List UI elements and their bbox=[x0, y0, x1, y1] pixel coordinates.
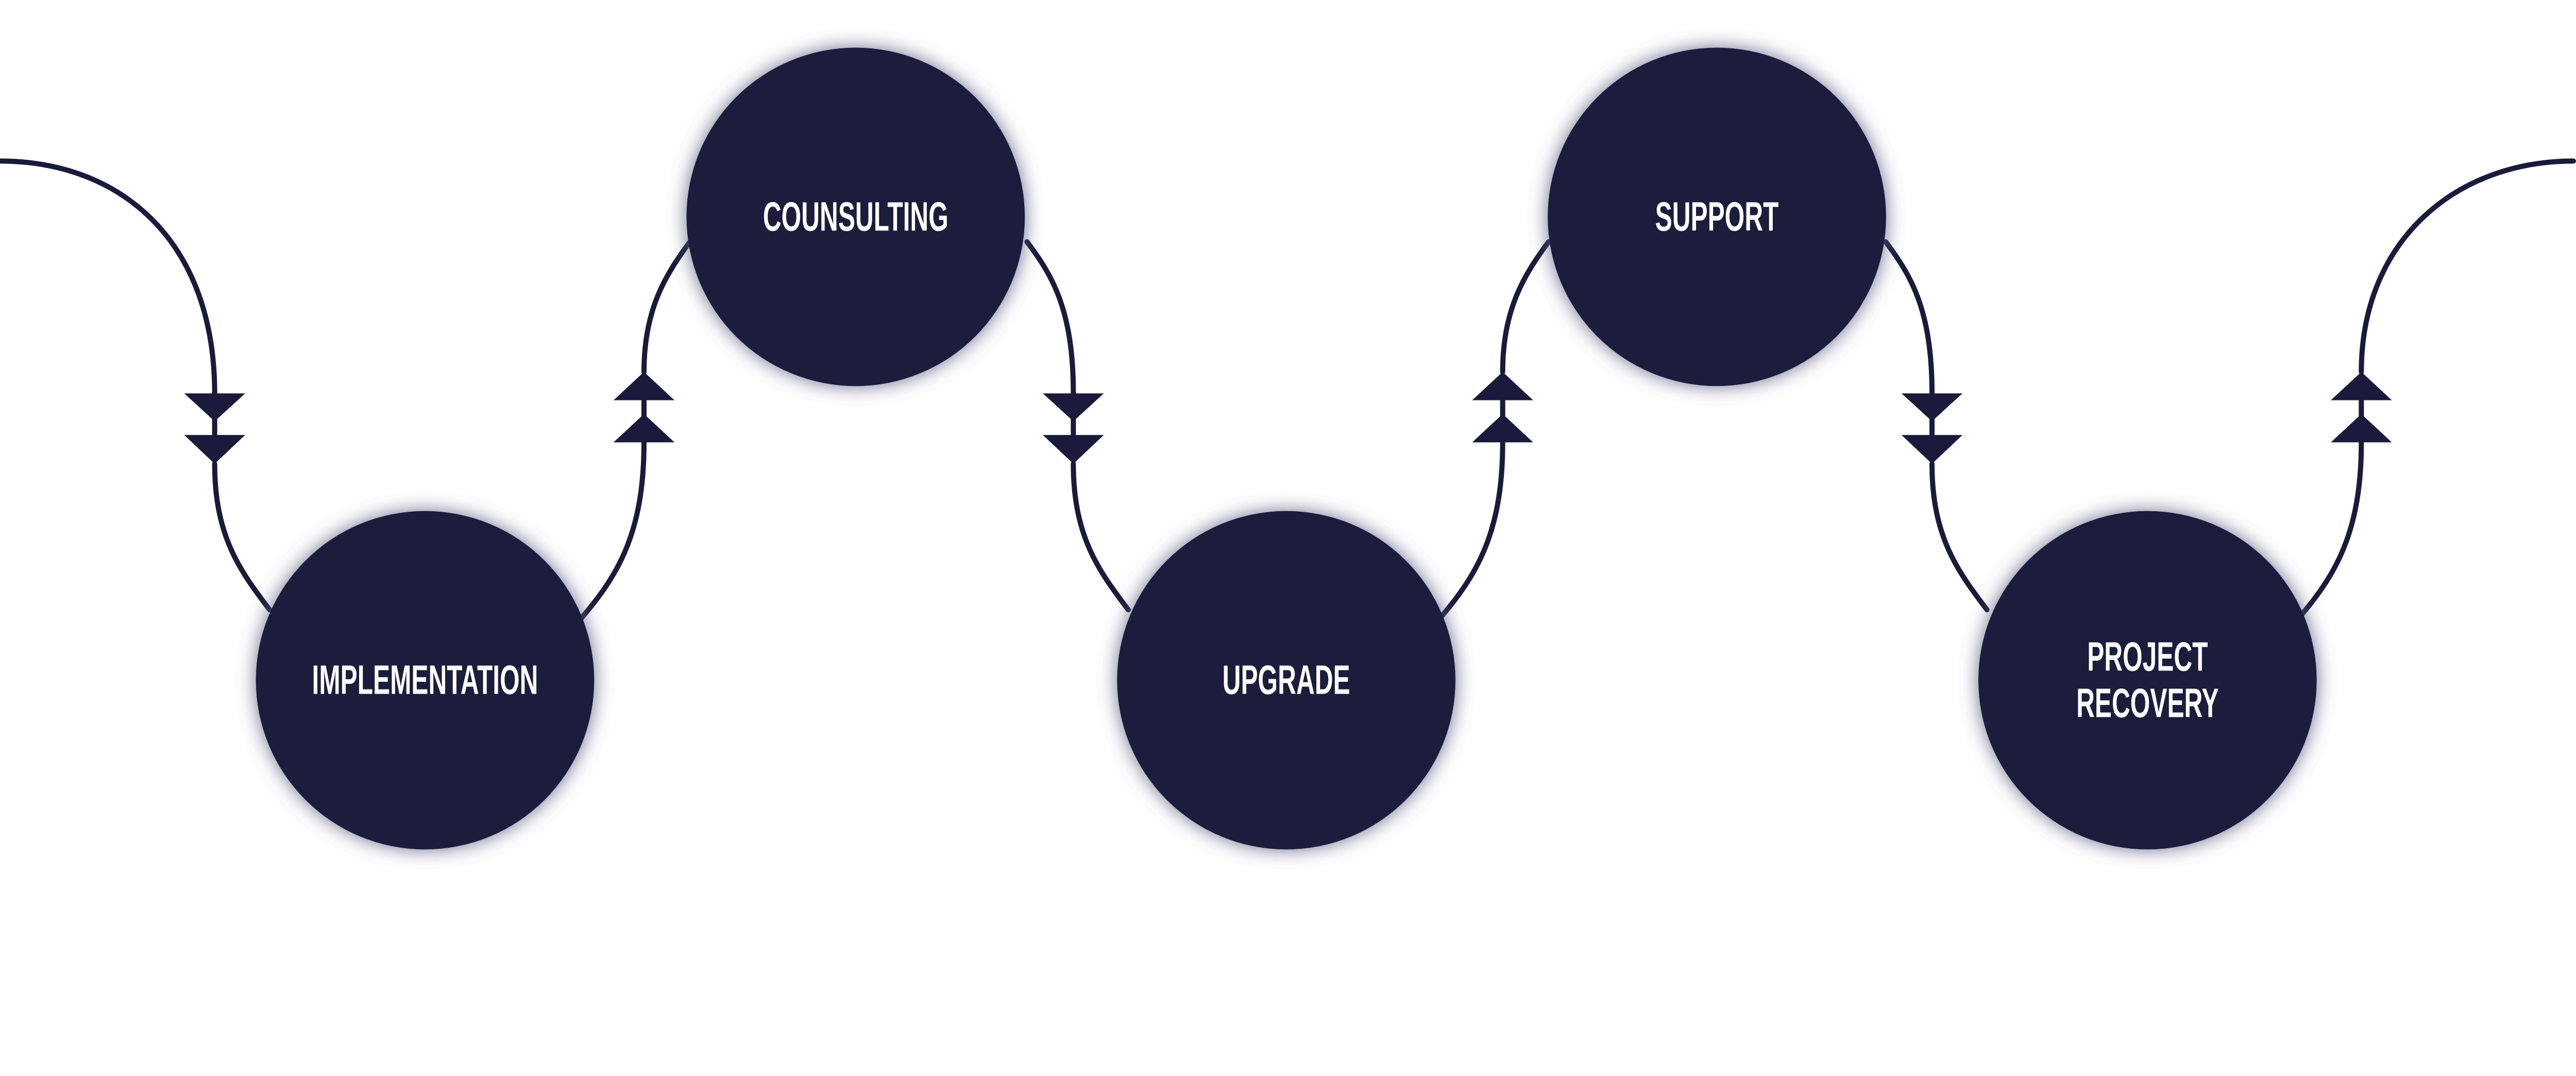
node-circle bbox=[1117, 511, 1455, 850]
arrow-down-icon bbox=[184, 435, 245, 464]
connector-line bbox=[2359, 158, 2576, 375]
connector-line bbox=[577, 440, 647, 623]
arrow-up-icon bbox=[2331, 372, 2392, 400]
arrow-up-icon bbox=[1472, 414, 1533, 443]
node-label: UPGRADE bbox=[1223, 658, 1350, 703]
flow-connectors bbox=[0, 158, 2576, 623]
service-flow-diagram: IMPLEMENTATION COUNSULTING UPGRADE SUPPORT P… bbox=[0, 47, 2576, 850]
connector-line bbox=[641, 239, 693, 375]
arrow-up-icon bbox=[1472, 372, 1533, 400]
connector-line bbox=[2295, 440, 2364, 623]
node-label: RECOVERY bbox=[2076, 681, 2218, 727]
connector-line bbox=[1500, 239, 1551, 375]
node-upgrade[interactable]: UPGRADE bbox=[1117, 511, 1455, 850]
connector-line bbox=[212, 461, 273, 613]
arrow-up-icon bbox=[2331, 414, 2392, 443]
node-label: IMPLEMENTATION bbox=[312, 658, 538, 703]
connector-line bbox=[1436, 440, 1505, 623]
node-support[interactable]: SUPPORT bbox=[1548, 47, 1886, 386]
arrow-down-icon bbox=[184, 393, 245, 422]
arrow-up-icon bbox=[613, 414, 675, 443]
arrow-down-icon bbox=[1043, 435, 1104, 464]
node-implementation[interactable]: IMPLEMENTATION bbox=[256, 511, 595, 850]
node-label: COUNSULTING bbox=[763, 194, 948, 240]
node-circle bbox=[1978, 511, 2317, 850]
node-label: SUPPORT bbox=[1655, 194, 1779, 240]
arrow-up-icon bbox=[613, 372, 675, 400]
arrow-down-icon bbox=[1901, 435, 1963, 464]
arrow-down-icon bbox=[1901, 393, 1963, 422]
connector-line bbox=[0, 158, 217, 396]
connector-line bbox=[1024, 239, 1076, 396]
node-counsulting[interactable]: COUNSULTING bbox=[686, 47, 1025, 386]
flow-nodes: IMPLEMENTATION COUNSULTING UPGRADE SUPPORT P… bbox=[256, 47, 2317, 850]
node-circle bbox=[1548, 47, 1886, 386]
connector-line bbox=[1929, 461, 1990, 613]
node-circle bbox=[256, 511, 595, 850]
connector-line bbox=[1883, 239, 1935, 396]
connector-line bbox=[1071, 461, 1131, 613]
arrow-down-icon bbox=[1043, 393, 1104, 422]
node-label: PROJECT bbox=[2087, 634, 2208, 680]
node-circle bbox=[686, 47, 1025, 386]
